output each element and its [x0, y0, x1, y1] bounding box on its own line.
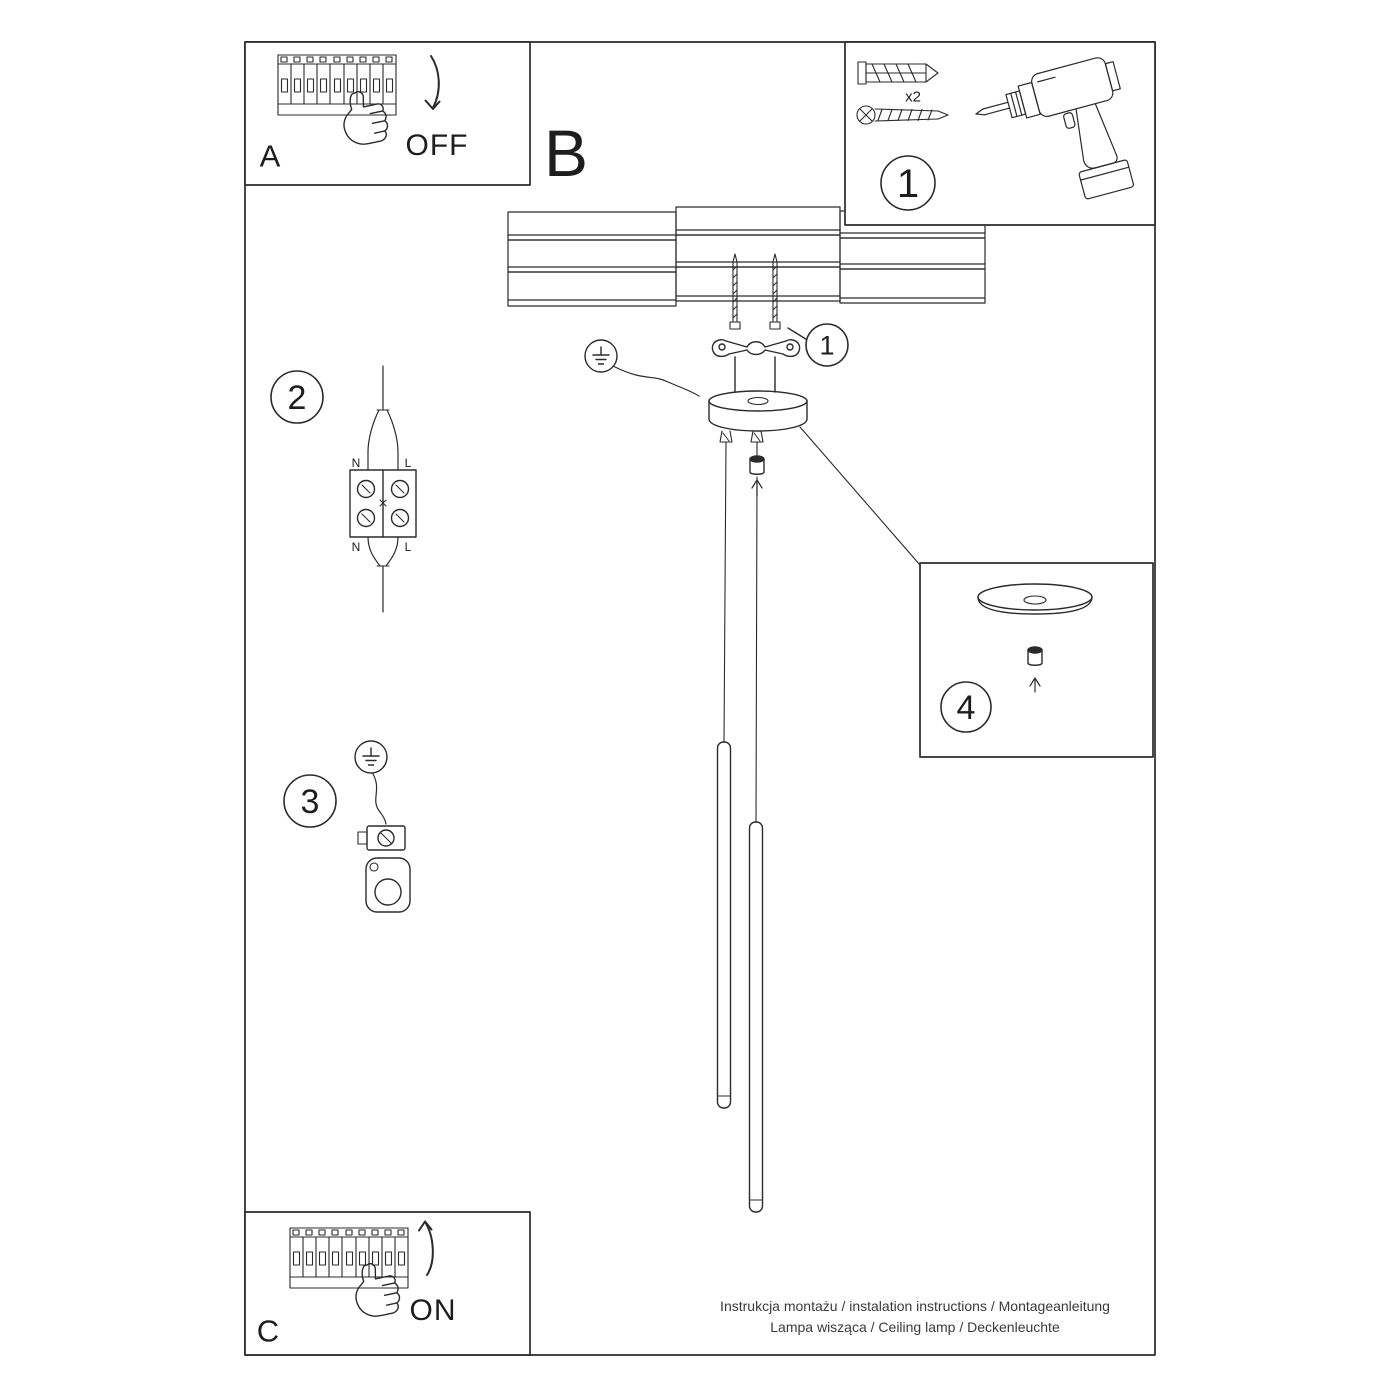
ground-wire — [612, 365, 700, 397]
box-1 — [844, 41, 1156, 226]
pendant-cable-left — [723, 441, 727, 743]
anchor-quantity-label: x2 — [905, 88, 921, 106]
canopy-detail — [977, 583, 1093, 615]
section-b-label: B — [543, 116, 589, 190]
footer-product-line: Lampa wisząca / Ceiling lamp / Deckenleu… — [770, 1319, 1060, 1335]
ground-symbol-main — [584, 339, 700, 397]
screw-icon — [856, 105, 949, 125]
pendant-tube-right — [748, 821, 764, 1213]
box-4 — [919, 562, 1154, 758]
section-a-label: A — [259, 138, 281, 174]
step4-number: 4 — [956, 689, 976, 727]
main-border — [244, 41, 1156, 1356]
box-c — [244, 1211, 531, 1356]
step1-circle — [880, 155, 936, 211]
step1-ref-circle — [787, 323, 849, 367]
step2-number: 2 — [287, 379, 307, 417]
pendant-cable-right — [755, 476, 758, 823]
switch-on-label: ON — [409, 1294, 457, 1327]
wire-neutral-label-bottom: N — [351, 540, 361, 554]
step1-ref-number: 1 — [819, 330, 835, 361]
wall-anchor-icon — [857, 61, 939, 85]
step2-wiring — [270, 365, 417, 613]
pendant-right — [748, 441, 764, 1213]
step2-circle — [270, 370, 324, 424]
footer-instructions-line: Instrukcja montażu / instalation instruc… — [720, 1298, 1110, 1314]
drill-icon — [975, 57, 1135, 200]
ground-symbol-step3 — [354, 740, 388, 774]
mounting-bracket — [711, 339, 801, 393]
ceiling-planks — [507, 206, 986, 307]
pendant-left — [716, 441, 732, 1109]
ground-plate — [365, 857, 411, 913]
wire-split-top — [367, 409, 380, 471]
box-a — [244, 41, 531, 186]
wire-neutral-label-top: N — [351, 456, 361, 470]
step3-earth — [283, 740, 411, 913]
mounting-screws — [729, 253, 781, 330]
arrow-up-icon — [1029, 677, 1041, 687]
strain-relief-detail — [1027, 646, 1043, 693]
step3-number: 3 — [300, 783, 320, 821]
section-c-label: C — [256, 1313, 280, 1349]
canopy — [708, 390, 808, 443]
wire-live-label-top: L — [404, 456, 412, 470]
leader-line-step4 — [799, 426, 921, 566]
step4-circle — [940, 681, 992, 733]
strain-relief — [749, 455, 765, 497]
switch-off-label: OFF — [405, 129, 469, 162]
step1-number: 1 — [896, 162, 920, 206]
pendant-tube-left — [716, 741, 732, 1109]
wire-live-label-bottom: L — [404, 540, 412, 554]
step3-circle — [283, 774, 337, 828]
wire-merge-bottom — [367, 536, 381, 567]
